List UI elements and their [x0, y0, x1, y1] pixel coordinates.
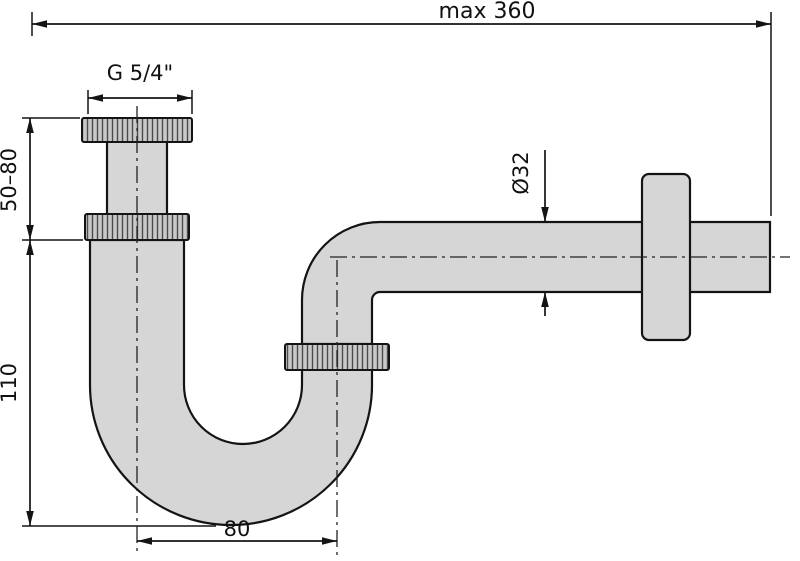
dim-label-trap-depth: 110 [0, 363, 21, 403]
dimension-diameter: Ø32 [509, 150, 549, 316]
arrowhead-right [756, 20, 771, 28]
arrowhead-right [322, 537, 337, 545]
dimension-thread: G 5/4" [87, 61, 193, 114]
dim-label-height-range: 50–80 [0, 148, 21, 212]
dim-label-max-width: max 360 [439, 0, 536, 24]
arrowhead-bottom [541, 292, 549, 307]
dim-label-offset: 80 [224, 517, 251, 541]
dimension-trap-depth: 110 [0, 240, 216, 527]
dimension-height-range: 50–80 [0, 117, 83, 241]
outlet-elbow-pipe [300, 220, 772, 346]
arrowhead-left [137, 537, 152, 545]
arrowhead-left [32, 20, 47, 28]
siphon-body [81, 117, 772, 527]
arrowhead-bottom [26, 225, 34, 240]
dimension-max-width: max 360 [31, 0, 772, 216]
dim-label-diameter: Ø32 [509, 151, 533, 194]
arrowhead-top [26, 240, 34, 255]
center-lines [136, 106, 790, 556]
arrowhead-top [26, 118, 34, 133]
dim-label-thread: G 5/4" [107, 61, 173, 85]
arrowhead-top [541, 207, 549, 222]
arrowhead-right [177, 94, 192, 102]
arrowhead-left [88, 94, 103, 102]
arrowhead-bottom [26, 511, 34, 526]
dimension-offset: 80 [137, 517, 337, 545]
